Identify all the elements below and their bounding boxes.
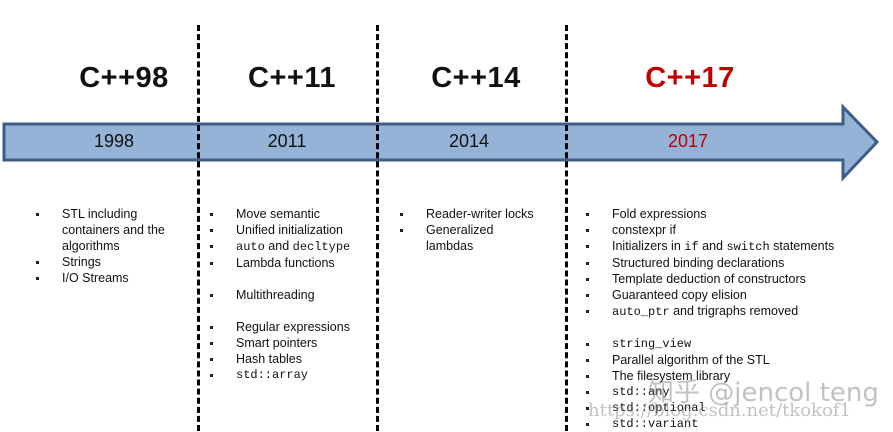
feature-item: Hash tables <box>208 351 350 367</box>
feature-item: Unified initialization <box>208 222 350 238</box>
feature-item: std::any <box>584 384 834 400</box>
feature-item: Parallel algorithm of the STL <box>584 352 834 368</box>
feature-item: std::optional <box>584 400 834 416</box>
feature-list-cpp11: Move semantic Unified initialization aut… <box>208 206 350 383</box>
feature-item: constexpr if <box>584 222 834 238</box>
era-title-cpp14: C++14 <box>431 62 521 94</box>
feature-item: Initializers in if and switch statements <box>584 238 834 255</box>
feature-item: Guaranteed copy elision <box>584 287 834 303</box>
feature-item: Multithreading <box>208 287 350 303</box>
year-2014: 2014 <box>448 131 490 151</box>
era-title-cpp17: C++17 <box>645 62 735 94</box>
feature-item: Lambda functions <box>208 255 350 271</box>
era-divider-3 <box>565 25 568 431</box>
era-divider-2 <box>376 25 379 431</box>
feature-item: Fold expressions <box>584 206 834 222</box>
era-title-cpp98: C++98 <box>79 62 169 94</box>
era-divider-1 <box>197 25 200 431</box>
feature-list-cpp17: Fold expressions constexpr if Initialize… <box>584 206 834 432</box>
year-2017: 2017 <box>667 131 709 151</box>
feature-item: Reader-writer locks <box>398 206 534 222</box>
feature-item: std::variant <box>584 416 834 432</box>
feature-item: auto_ptr and trigraphs removed <box>584 303 834 320</box>
feature-item: string_view <box>584 336 834 352</box>
feature-item: I/O Streams <box>34 270 165 286</box>
feature-item: std::array <box>208 367 350 383</box>
year-1998: 1998 <box>93 131 135 151</box>
feature-item: Structured binding declarations <box>584 255 834 271</box>
feature-item: Move semantic <box>208 206 350 222</box>
feature-item: Regular expressions <box>208 319 350 335</box>
feature-item: Template deduction of constructors <box>584 271 834 287</box>
feature-item: auto and decltype <box>208 238 350 255</box>
year-2011: 2011 <box>267 131 307 151</box>
feature-item: Strings <box>34 254 165 270</box>
feature-item: The filesystem library <box>584 368 834 384</box>
era-title-cpp11: C++11 <box>248 62 336 94</box>
feature-item: Smart pointers <box>208 335 350 351</box>
